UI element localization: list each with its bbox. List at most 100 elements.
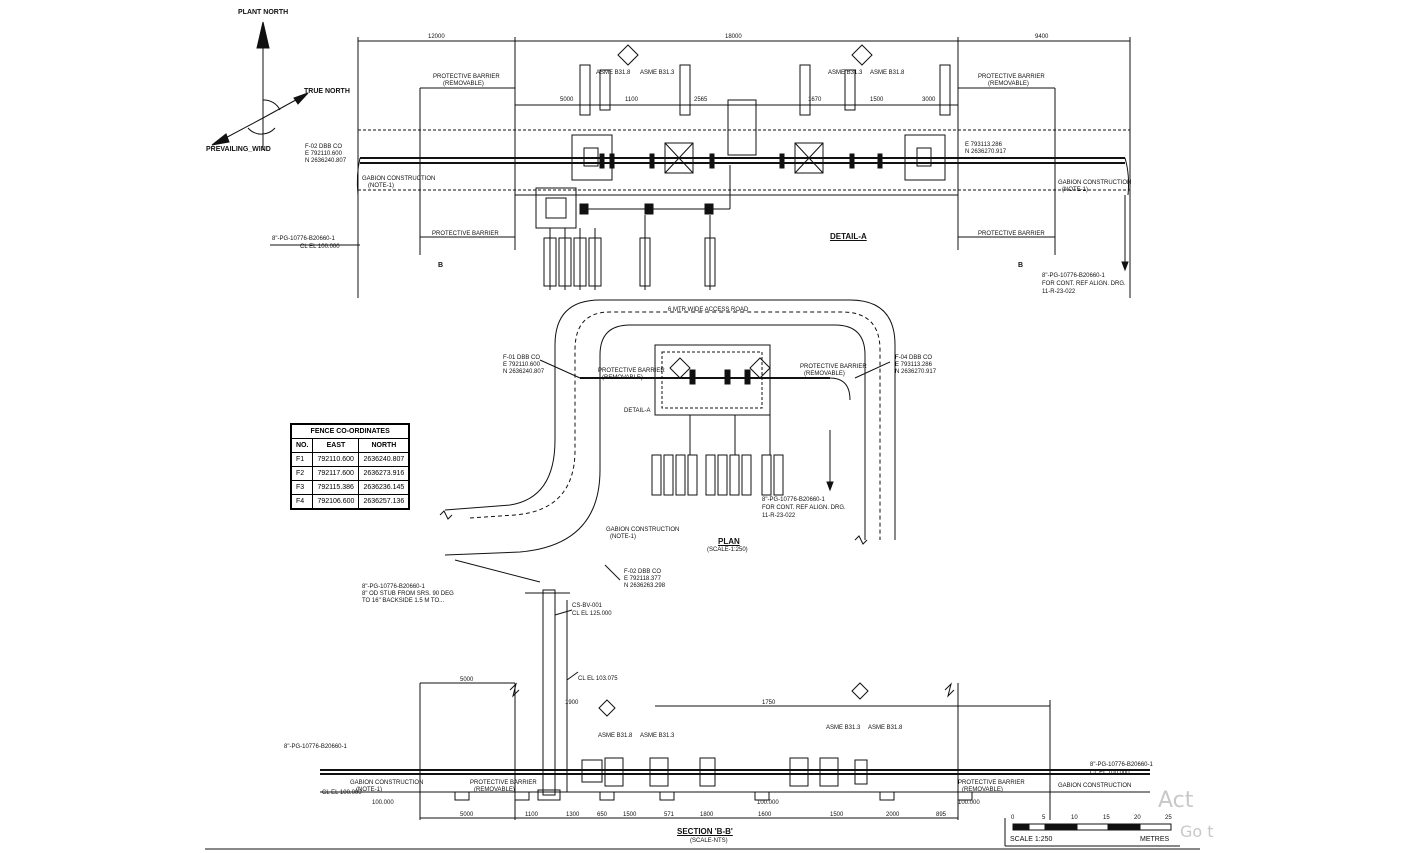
dim-top-3: 9400 [1035, 34, 1049, 40]
detail-asme-1: ASME B31.8 [596, 70, 631, 76]
dim-top-2: 18000 [725, 34, 742, 40]
plan-bottom-coord-3: N 2636263.298 [624, 583, 666, 589]
detail-barrier-bottom-right: PROTECTIVE BARRIER [978, 231, 1045, 237]
fence-cell-east: 792110.600 [312, 452, 360, 467]
section-barrier-left-sub: (REMOVABLE) [474, 787, 515, 793]
table-row: F2 792117.600 2636273.916 [290, 466, 410, 481]
fence-header-north: NORTH [358, 438, 410, 453]
plan-scale: (SCALE-1:250) [707, 547, 748, 553]
detail-right-coord-1: E 793113.286 [965, 142, 1002, 148]
detail-pipe-left: 8"-PG-10776-B20660-1 [272, 236, 335, 242]
dim-mid-2: 1100 [625, 97, 638, 103]
section-dim-bottom-7: 1800 [700, 812, 714, 818]
north-arrow-icon [211, 21, 309, 150]
table-row: F4 792106.600 2636257.136 [290, 494, 410, 510]
fence-cell-no: F3 [290, 480, 314, 495]
plan-left-coord-3: N 2636240.807 [503, 369, 545, 375]
dim-top-1: 12000 [428, 34, 445, 40]
plan-title: PLAN [718, 537, 740, 546]
plan-left-coord-2: E 792110.600 [503, 362, 540, 368]
section-asme-3: ASME B31.3 [826, 725, 861, 731]
plan-right-coord-3: N 2636270.917 [895, 369, 937, 375]
fence-cell-north: 2636273.916 [358, 466, 410, 481]
section-gabion-left-note: (NOTE-1) [356, 787, 382, 793]
section-pipe-right: 8"-PG-10776-B20660-1 [1090, 762, 1153, 768]
plan-pipe-left: 8"-PG-10776-B20660-1 [362, 584, 425, 590]
detail-barrier-right-sub: (REMOVABLE) [988, 81, 1029, 87]
detail-asme-2: ASME B31.3 [640, 70, 675, 76]
plant-north-label: PLANT NORTH [238, 9, 289, 16]
plan-detail-ref: DETAIL-A [624, 408, 651, 414]
fence-table-title: FENCE CO-ORDINATES [290, 423, 410, 439]
plan-gabion: GABION CONSTRUCTION [606, 527, 680, 533]
detail-barrier-left: PROTECTIVE BARRIER [433, 74, 500, 80]
plan-cont-note: FOR CONT. REF ALIGN. DRG. [762, 505, 846, 511]
dim-mid-3: 2565 [694, 97, 708, 103]
dim-mid-5: 1500 [870, 97, 884, 103]
section-pipe-left: 8"-PG-10776-B20660-1 [284, 744, 347, 750]
plan-doc-no: 11-R-23-022 [762, 513, 796, 519]
section-ground-3: 100.000 [958, 800, 980, 806]
detail-level-left: CL EL 100.000 [300, 244, 340, 250]
detail-doc-no: 11-R-23-022 [1042, 289, 1076, 295]
section-vent-el: CL EL 125.000 [572, 611, 612, 617]
section-dim-bottom-3: 1300 [566, 812, 580, 818]
scale-tick-10: 10 [1071, 815, 1078, 821]
section-dim-top-2: 1900 [565, 700, 579, 706]
detail-right-coord-2: N 2636270.917 [965, 149, 1007, 155]
section-dim-bottom-11: 895 [936, 812, 947, 818]
plan-barrier-left-sub: (REMOVABLE) [602, 375, 643, 381]
scale-units: METRES [1140, 836, 1170, 843]
section-vent-label: CS-BV-001 [572, 603, 603, 609]
fence-cell-no: F1 [290, 452, 314, 467]
detail-a-title: DETAIL-A [830, 232, 867, 241]
detail-gabion-right: GABION CONSTRUCTION [1058, 180, 1132, 186]
section-mark-right: B [1018, 262, 1024, 269]
plan-pipe-left-3: TO 16" BACKSIDE 1.5 M TO... [362, 598, 445, 604]
plan-right-coord-1: F-04 DBB CO [895, 355, 933, 361]
plan-bottom-coord-2: E 792118.377 [624, 576, 661, 582]
dim-mid-1: 5000 [560, 97, 574, 103]
detail-cont-note: FOR CONT. REF ALIGN. DRG. [1042, 281, 1126, 287]
detail-asme-4: ASME B31.8 [870, 70, 905, 76]
detail-barrier-right: PROTECTIVE BARRIER [978, 74, 1045, 80]
section-dim-bottom-1: 5000 [460, 812, 474, 818]
plan-barrier-right-sub: (REMOVABLE) [804, 371, 845, 377]
fence-cell-north: 2636240.807 [358, 452, 410, 467]
section-mark-left: B [438, 262, 444, 269]
section-dim-bottom-9: 1500 [830, 812, 844, 818]
prevailing-wind-label: PREVAILING_WIND [206, 146, 271, 153]
watermark-line-1: Act [1158, 788, 1194, 813]
section-asme-2: ASME B31.3 [640, 733, 675, 739]
section-barrier-right-sub: (REMOVABLE) [962, 787, 1003, 793]
scale-tick-15: 15 [1103, 815, 1110, 821]
dim-mid-6: 3000 [922, 97, 936, 103]
detail-asme-3: ASME B31.3 [828, 70, 863, 76]
fence-cell-east: 792106.600 [312, 494, 360, 510]
plan-barrier-right: PROTECTIVE BARRIER [800, 364, 867, 370]
table-row: F3 792115.386 2636236.145 [290, 480, 410, 495]
scale-tick-5: 5 [1042, 815, 1046, 821]
section-dim-bottom-5: 1500 [623, 812, 637, 818]
section-barrier-left: PROTECTIVE BARRIER [470, 780, 537, 786]
section-asme-1: ASME B31.8 [598, 733, 633, 739]
plan-gabion-note: (NOTE-1) [610, 534, 636, 540]
detail-left-coord-2: E 792110.600 [305, 151, 342, 157]
dim-mid-4: 1670 [808, 97, 822, 103]
fence-cell-no: F2 [290, 466, 314, 481]
plan-barrier-left: PROTECTIVE BARRIER [598, 368, 665, 374]
section-ground-2: 100.000 [757, 800, 779, 806]
fence-cell-east: 792115.386 [312, 480, 360, 495]
detail-barrier-bottom-left: PROTECTIVE BARRIER [432, 231, 499, 237]
scale-tick-20: 20 [1134, 815, 1141, 821]
plan-bottom-coord-1: F-02 DBB CO [624, 569, 662, 575]
section-dim-bottom-8: 1600 [758, 812, 772, 818]
plan-pipe-left-2: 8" OD STUB FROM SRS. 90 DEG [362, 591, 454, 597]
section-dim-bottom-4: 650 [597, 812, 608, 818]
plan-road-label: 6 MTR WIDE ACCESS ROAD [668, 307, 749, 313]
section-level-left: CL EL 100.000 [322, 790, 362, 796]
section-asme-4: ASME B31.8 [868, 725, 903, 731]
fence-coordinates-table: FENCE CO-ORDINATES NO. EAST NORTH F1 792… [290, 423, 411, 510]
fence-cell-north: 2636257.136 [358, 494, 410, 510]
